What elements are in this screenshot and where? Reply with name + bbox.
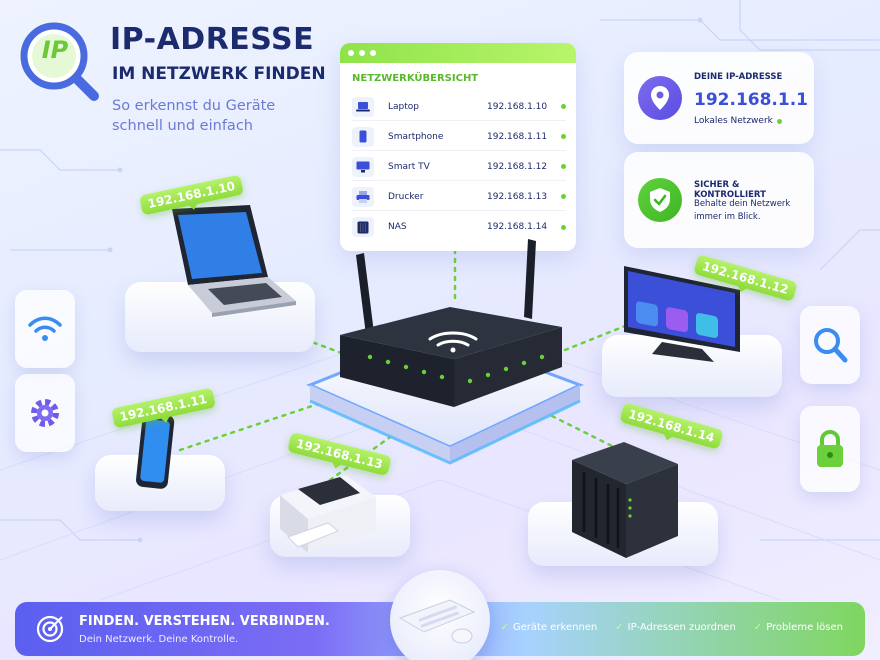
device-name: Laptop bbox=[388, 101, 419, 112]
page-subtitle: IM NETZWERK FINDEN bbox=[112, 64, 326, 84]
ip-card-sub: Lokales Netzwerk bbox=[694, 116, 773, 126]
tv-platform bbox=[602, 335, 782, 397]
logo-text: IP bbox=[41, 36, 69, 64]
overview-title: NETZWERKÜBERSICHT bbox=[352, 73, 479, 84]
wifi-icon bbox=[28, 316, 62, 341]
smartphone-illustration bbox=[136, 413, 175, 489]
nas-illustration bbox=[572, 442, 678, 558]
ip-card-sub-wrap: Lokales Netzwerk bbox=[694, 116, 782, 126]
tv-icon bbox=[352, 156, 374, 177]
smartphone-icon bbox=[352, 126, 374, 147]
feature-item: ✓IP-Adressen zuordnen bbox=[615, 622, 736, 633]
wifi-app-icon bbox=[696, 313, 718, 338]
ip-tag-phone: 192.168.1.11 bbox=[111, 387, 216, 429]
security-card: SICHER & KONTROLLIERT Behalte dein Netzw… bbox=[624, 152, 814, 248]
status-online-icon bbox=[776, 118, 782, 124]
window-titlebar bbox=[340, 43, 576, 63]
smart-tv-illustration bbox=[624, 266, 740, 362]
shield-check-icon bbox=[638, 178, 682, 222]
device-row-smart-tv[interactable]: Smart TV 192.168.1.12 bbox=[352, 153, 566, 181]
ip-card-value: 192.168.1.1 bbox=[694, 90, 809, 110]
printer-illustration bbox=[280, 475, 376, 553]
device-ip: 192.168.1.11 bbox=[487, 131, 548, 142]
nas-icon bbox=[352, 217, 374, 237]
check-icon: ✓ bbox=[753, 622, 763, 633]
play-icon bbox=[636, 301, 658, 327]
bottom-slogan-sub: Dein Netzwerk. Deine Kontrolle. bbox=[79, 634, 239, 645]
device-name: Smartphone bbox=[388, 131, 444, 142]
device-row-laptop[interactable]: Laptop 192.168.1.10 bbox=[352, 93, 566, 121]
lock-tile bbox=[800, 406, 860, 492]
device-ip: 192.168.1.14 bbox=[487, 222, 548, 232]
device-ip: 192.168.1.13 bbox=[487, 191, 548, 202]
page-tagline: So erkennst du Geräte schnell und einfac… bbox=[112, 98, 276, 134]
device-row-smartphone[interactable]: Smartphone 192.168.1.11 bbox=[352, 123, 566, 151]
gear-icon bbox=[31, 399, 59, 427]
check-icon: ✓ bbox=[500, 622, 509, 633]
magnifier-logo-icon bbox=[20, 22, 99, 101]
target-icon bbox=[36, 615, 64, 643]
device-name: Smart TV bbox=[388, 161, 430, 172]
device-name: NAS bbox=[388, 222, 407, 232]
device-ip: 192.168.1.10 bbox=[487, 101, 548, 112]
feature-item: ✓Probleme lösen bbox=[754, 622, 843, 633]
status-online-icon bbox=[561, 134, 566, 139]
device-row-printer[interactable]: Drucker 192.168.1.13 bbox=[352, 183, 566, 211]
ip-address-card: DEINE IP-ADRESSE 192.168.1.1 Lokales Net… bbox=[624, 52, 814, 144]
device-ip: 192.168.1.12 bbox=[487, 161, 548, 172]
device-name: Drucker bbox=[388, 191, 424, 202]
feature-list: ✓Geräte erkennen ✓IP-Adressen zuordnen ✓… bbox=[500, 622, 843, 633]
keyboard-mouse-badge bbox=[390, 570, 490, 660]
feature-item: ✓Geräte erkennen bbox=[500, 622, 597, 633]
printer-icon bbox=[352, 186, 374, 207]
status-online-icon bbox=[561, 104, 566, 109]
location-pin-icon bbox=[638, 76, 682, 120]
window-dot-icon bbox=[370, 50, 376, 56]
status-online-icon bbox=[561, 194, 566, 199]
feature-label: Probleme lösen bbox=[766, 622, 843, 633]
feature-label: IP-Adressen zuordnen bbox=[627, 622, 736, 633]
network-overview-window: NETZWERKÜBERSICHT Laptop 192.168.1.10 Sm… bbox=[340, 43, 576, 251]
status-online-icon bbox=[561, 224, 566, 230]
status-online-icon bbox=[561, 164, 566, 169]
laptop-icon bbox=[352, 96, 374, 117]
music-icon bbox=[666, 307, 688, 333]
page-title: IP-ADRESSE bbox=[110, 22, 315, 57]
lock-icon bbox=[817, 429, 843, 467]
bottom-slogan: FINDEN. VERSTEHEN. VERBINDEN. bbox=[79, 614, 330, 629]
ip-card-label: DEINE IP-ADRESSE bbox=[694, 72, 783, 82]
settings-tile bbox=[15, 374, 75, 452]
window-dot-icon bbox=[348, 50, 354, 56]
router-illustration bbox=[306, 239, 584, 465]
search-tile bbox=[800, 306, 860, 384]
wifi-tile bbox=[15, 290, 75, 368]
security-card-label: SICHER & KONTROLLIERT bbox=[694, 180, 766, 200]
mouse-icon bbox=[451, 628, 473, 644]
window-dot-icon bbox=[359, 50, 365, 56]
security-card-sub: Behalte dein Netzwerk immer im Blick. bbox=[694, 199, 791, 222]
search-icon bbox=[814, 328, 848, 363]
laptop-illustration bbox=[172, 205, 296, 317]
feature-label: Geräte erkennen bbox=[512, 622, 598, 633]
device-row-nas[interactable]: NAS 192.168.1.14 bbox=[352, 213, 566, 241]
check-icon: ✓ bbox=[615, 622, 624, 633]
keyboard-icon bbox=[398, 599, 476, 644]
